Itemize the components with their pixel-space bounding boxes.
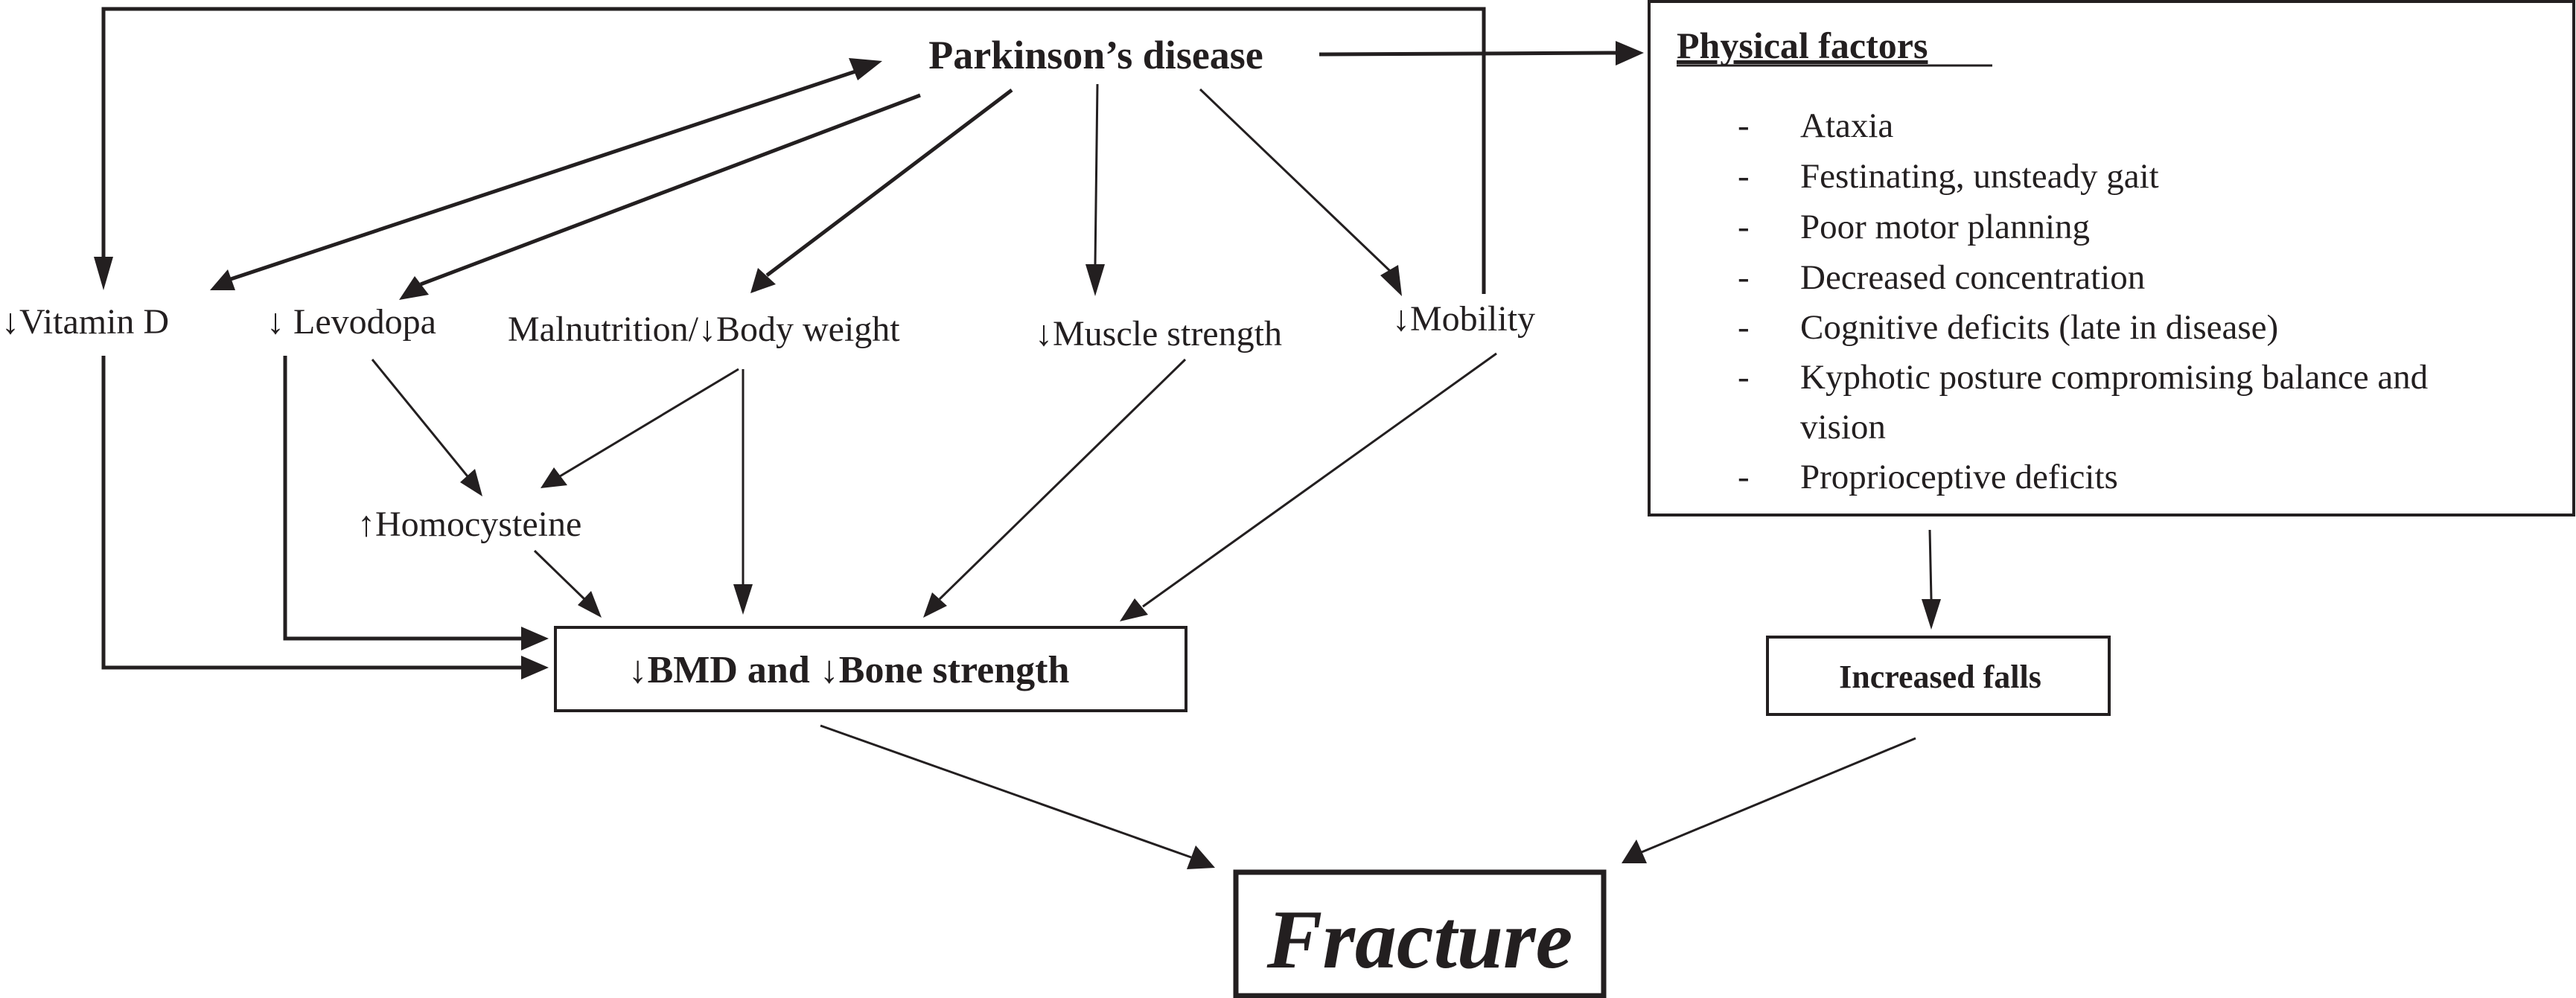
edge-physical-factors-to-falls	[1928, 529, 1933, 600]
edge-pd-to-levodopa	[420, 93, 921, 287]
node-parkinsons-disease: Parkinson’s disease	[928, 33, 1263, 77]
bullet-dash: -	[1738, 458, 1750, 496]
arrowhead-fracture-right	[1622, 839, 1647, 863]
node-fracture-box	[1233, 869, 1607, 998]
arrowhead-homocysteine-right	[541, 467, 567, 488]
bullet-dash: -	[1738, 106, 1750, 145]
node-homocysteine: ↑Homocysteine	[357, 505, 581, 544]
node-bmd-bone-strength: ↓BMD and ↓Bone strength	[628, 649, 1070, 691]
physical-factor-item: Festinating, unsteady gait	[1800, 157, 2159, 196]
edge-mobility-to-bmd	[1142, 352, 1497, 608]
physical-factor-item: Cognitive deficits (late in disease)	[1800, 308, 2278, 347]
node-increased-falls: Increased falls	[1839, 659, 2041, 695]
bullet-dash: -	[1738, 358, 1750, 397]
arrowhead-physical-factors	[1616, 41, 1644, 65]
arrowhead-vitamin-d-top	[94, 257, 113, 290]
arrowhead-mobility	[1380, 265, 1402, 296]
physical-factors-box	[1648, 0, 2575, 516]
node-malnutrition-body-weight: Malnutrition/↓Body weight	[508, 310, 900, 349]
physical-factor-item: Decreased concentration	[1800, 258, 2145, 297]
edge-vitamin-d-to-bmd	[101, 356, 521, 670]
arrowhead-vitamin-d	[210, 269, 235, 290]
arrowhead-fracture-left	[1187, 845, 1215, 869]
bullet-dash: -	[1738, 157, 1750, 196]
physical-factor-item-continuation: vision	[1800, 408, 1886, 447]
edge-falls-to-fracture	[1641, 737, 1916, 854]
physical-factors-list: - Ataxia - Festinating, unsteady gait - …	[1738, 106, 2428, 496]
arrowhead-pd-from-vitamin-d	[849, 58, 882, 80]
arrowhead-muscle	[1085, 264, 1105, 296]
edge-levodopa-to-bmd	[283, 356, 521, 641]
node-muscle-strength: ↓Muscle strength	[1035, 314, 1282, 354]
arrowhead-bmd-malnutrition	[733, 584, 753, 615]
node-mobility: ↓Mobility	[1392, 299, 1535, 339]
edge-pd-to-physical-factors	[1319, 51, 1616, 57]
arrowhead-bmd-mobility	[1120, 598, 1148, 621]
edge-pd-to-muscle	[1094, 83, 1099, 265]
edge-pd-to-malnutrition	[765, 89, 1013, 277]
arrowhead-bmd-vitamin-d	[521, 656, 549, 679]
arrowhead-malnutrition	[750, 268, 776, 293]
node-vitamin-d: ↓Vitamin D	[1, 302, 169, 342]
edge-pd-to-mobility	[1199, 88, 1392, 273]
arrowhead-falls	[1922, 599, 1941, 630]
edge-bmd-to-fracture	[820, 724, 1192, 859]
node-fracture: Fracture	[1266, 894, 1573, 986]
physical-factor-item: Ataxia	[1800, 106, 1893, 145]
physical-factor-item: Poor motor planning	[1800, 208, 2090, 246]
node-levodopa: ↓ Levodopa	[267, 302, 436, 342]
node-bmd-box	[554, 626, 1187, 712]
arrowhead-bmd-homocysteine	[578, 591, 602, 618]
edge-malnutrition-to-homocysteine	[559, 368, 739, 478]
physical-factor-item: Kyphotic posture compromising balance an…	[1800, 358, 2428, 397]
edge-muscle-to-bmd	[938, 358, 1187, 601]
arrowhead-homocysteine-left	[460, 469, 482, 496]
node-increased-falls-box	[1766, 636, 2111, 716]
arrowhead-bmd-levodopa	[521, 627, 549, 650]
arrowhead-levodopa	[399, 276, 429, 300]
physical-factor-item: Proprioceptive deficits	[1800, 458, 2118, 496]
edge-levodopa-to-homocysteine	[371, 359, 469, 477]
bullet-dash: -	[1738, 208, 1750, 246]
bullet-dash: -	[1738, 258, 1750, 297]
edge-pd-vitamin-d	[230, 68, 858, 281]
bullet-dash: -	[1738, 308, 1750, 347]
edge-mobility-loop-to-vitamin-d	[101, 7, 1486, 294]
physical-factors-title: Physical factors	[1677, 25, 1928, 66]
arrowhead-bmd-muscle	[923, 592, 947, 618]
edge-homocysteine-to-bmd	[533, 549, 586, 601]
